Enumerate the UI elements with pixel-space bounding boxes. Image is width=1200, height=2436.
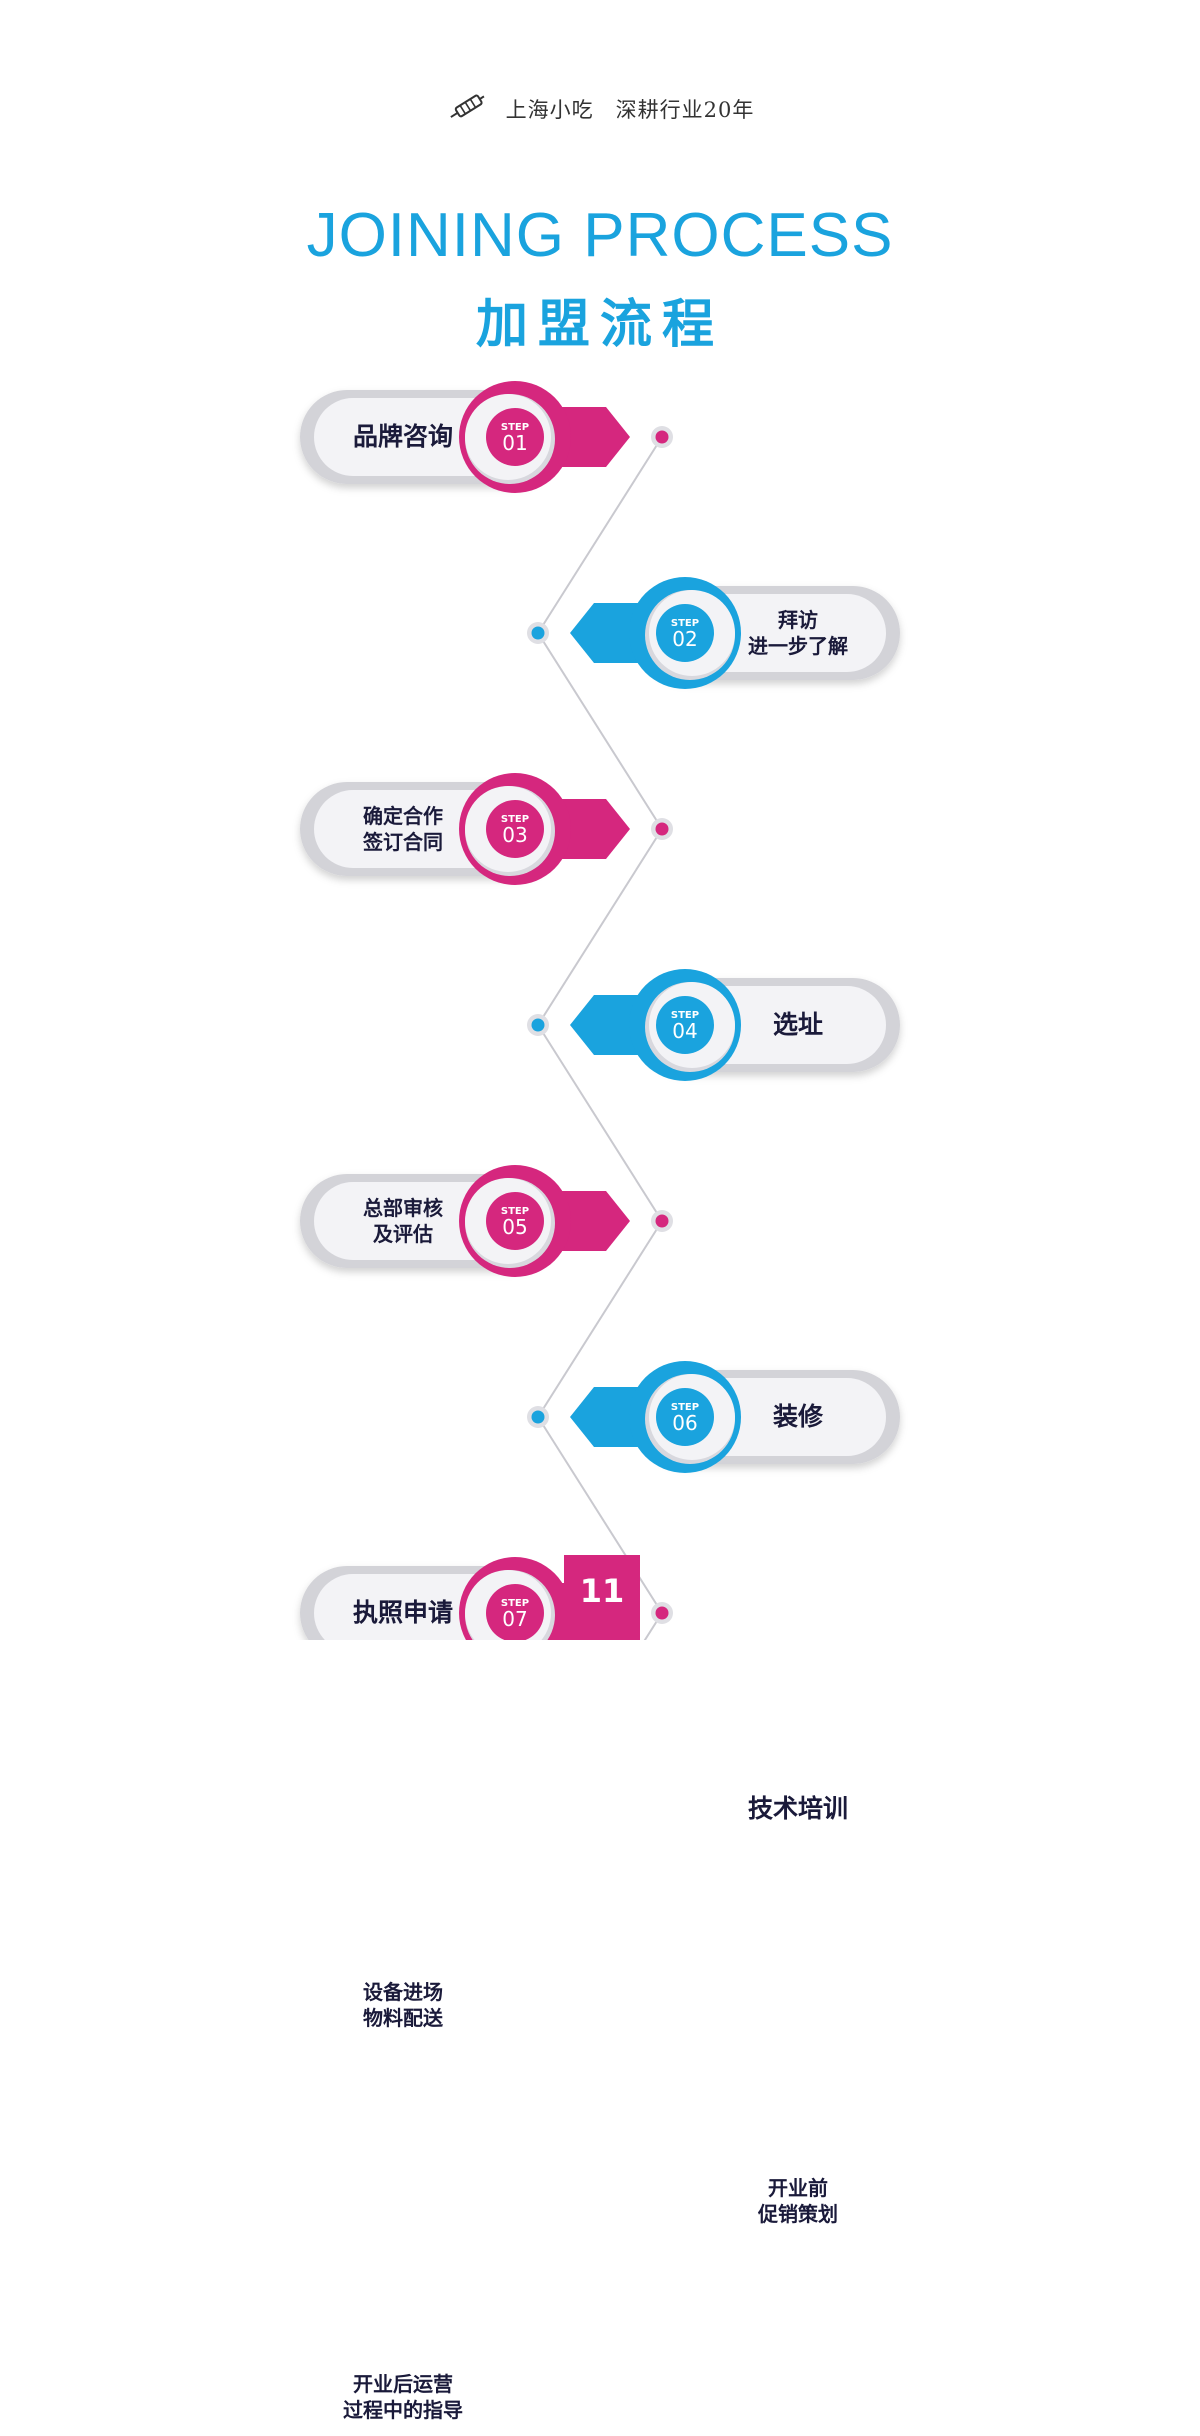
step-label: 总部审核及评估 bbox=[318, 1182, 488, 1260]
connector-line bbox=[537, 1416, 663, 1614]
step-02 bbox=[527, 577, 900, 689]
step-badge-circle bbox=[656, 1388, 714, 1446]
step-label: 品牌咨询 bbox=[318, 398, 488, 476]
step-number: 06 bbox=[672, 1410, 698, 1435]
step-03 bbox=[300, 773, 673, 885]
step-01 bbox=[300, 381, 673, 493]
step-label: 拜访进一步了解 bbox=[718, 594, 878, 672]
page-number: 11 bbox=[564, 1555, 640, 1640]
step-badge-circle bbox=[486, 800, 544, 858]
step-word: STEP bbox=[500, 421, 530, 433]
step-number: 10 bbox=[672, 2194, 698, 2219]
step-label-line: 执照申请 bbox=[352, 1598, 453, 1627]
step-label-line: 装修 bbox=[772, 1402, 823, 1431]
step-word: STEP bbox=[670, 617, 700, 629]
step-dot bbox=[655, 1214, 669, 1228]
step-number: 02 bbox=[672, 626, 698, 651]
step-label: 选址 bbox=[718, 986, 878, 1064]
step-word: STEP bbox=[670, 2185, 700, 2197]
step-label: 设备进场物料配送 bbox=[318, 1966, 488, 2044]
step-badge-circle bbox=[486, 408, 544, 466]
step-label-line: 拜访 bbox=[778, 608, 818, 632]
step-number: 07 bbox=[502, 1606, 528, 1631]
step-dot bbox=[531, 1018, 545, 1032]
step-06 bbox=[527, 1361, 900, 1473]
step-number: 08 bbox=[672, 1802, 698, 1827]
step-dot bbox=[655, 430, 669, 444]
connector-lines bbox=[537, 436, 663, 1640]
step-word: STEP bbox=[670, 1009, 700, 1021]
step-label: 开业前促销策划 bbox=[718, 2162, 878, 2240]
step-label-line: 技术培训 bbox=[747, 1794, 848, 1823]
step-word: STEP bbox=[670, 1401, 700, 1413]
step-label-line: 设备进场 bbox=[363, 1980, 443, 2004]
step-dot bbox=[655, 1606, 669, 1620]
step-word: STEP bbox=[500, 1989, 530, 2001]
connector-line bbox=[537, 436, 663, 634]
step-label: 确定合作签订合同 bbox=[318, 790, 488, 868]
step-label-line: 及评估 bbox=[373, 1222, 433, 1246]
connector-line bbox=[537, 1220, 663, 1418]
step-label-line: 物料配送 bbox=[363, 2006, 443, 2030]
header-slogan: 上海小吃深耕行业20年 bbox=[505, 98, 755, 122]
step-label-line: 品牌咨询 bbox=[352, 422, 453, 451]
step-badge-circle bbox=[486, 1192, 544, 1250]
step-dot bbox=[655, 822, 669, 836]
step-label: 开业后运营过程中的指导 bbox=[318, 2358, 488, 2436]
step-04 bbox=[527, 969, 900, 1081]
step-label-line: 进一步了解 bbox=[748, 634, 848, 658]
connector-line bbox=[537, 828, 663, 1026]
step-word: STEP bbox=[670, 1793, 700, 1805]
step-label: 装修 bbox=[718, 1378, 878, 1456]
wrench-icon bbox=[446, 92, 488, 126]
step-number: 09 bbox=[502, 1998, 528, 2023]
step-number: 03 bbox=[502, 822, 528, 847]
step-label-line: 选址 bbox=[772, 1010, 823, 1039]
step-label-line: 过程中的指导 bbox=[343, 2398, 463, 2422]
connector-line bbox=[537, 632, 663, 830]
step-number: 05 bbox=[502, 1214, 528, 1239]
page-header: 上海小吃深耕行业20年 bbox=[0, 92, 1200, 126]
step-word: STEP bbox=[500, 1597, 530, 1609]
connector-line bbox=[537, 1024, 663, 1222]
step-label-line: 促销策划 bbox=[758, 2202, 838, 2226]
step-dot bbox=[531, 626, 545, 640]
step-label-line: 签订合同 bbox=[363, 830, 443, 854]
step-label: 技术培训 bbox=[718, 1770, 878, 1848]
step-badge-circle bbox=[656, 996, 714, 1054]
step-word: STEP bbox=[500, 813, 530, 825]
step-badge-circle bbox=[486, 1584, 544, 1640]
step-label-line: 开业后运营 bbox=[353, 2372, 453, 2396]
step-word: STEP bbox=[500, 1205, 530, 1217]
step-label-line: 总部审核 bbox=[363, 1196, 443, 1220]
step-number: 11 bbox=[502, 2390, 528, 2415]
title-english: JOINING PROCESS bbox=[306, 201, 894, 270]
step-dot bbox=[531, 1410, 545, 1424]
process-flow-diagram bbox=[300, 381, 900, 1640]
step-label-line: 确定合作 bbox=[363, 804, 443, 828]
step-number: 01 bbox=[502, 430, 528, 455]
step-label: 执照申请 bbox=[318, 1574, 488, 1652]
title-chinese: 加盟流程 bbox=[475, 295, 724, 355]
step-word: STEP bbox=[500, 2381, 530, 2393]
step-badge-circle bbox=[656, 604, 714, 662]
step-label-line: 开业前 bbox=[768, 2176, 828, 2200]
step-05 bbox=[300, 1165, 673, 1277]
step-number: 04 bbox=[672, 1018, 698, 1043]
